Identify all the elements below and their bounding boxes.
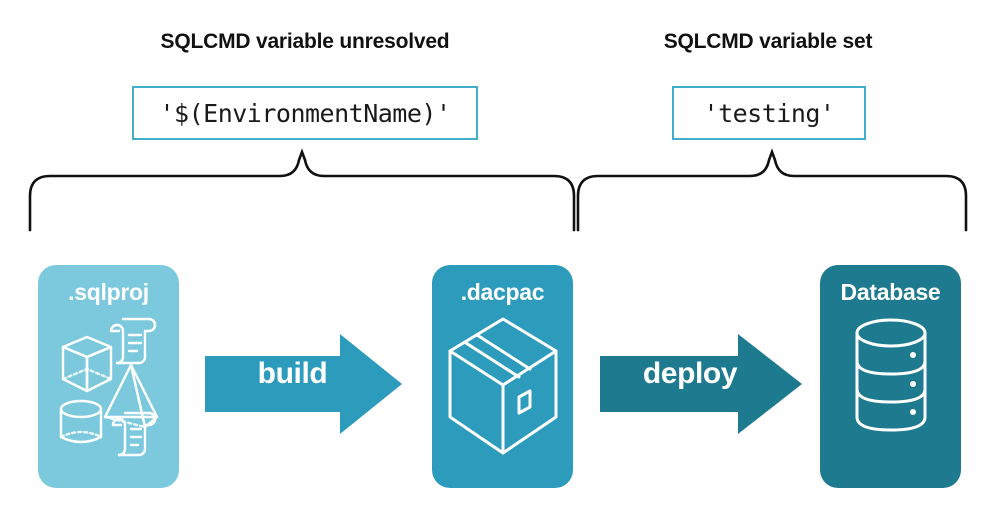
stage-database: Database [820,265,961,488]
pyramid-icon [103,363,158,429]
package-box-icon [448,317,557,455]
stage-label-dacpac: .dacpac [460,279,545,305]
group-title-unresolved: SQLCMD variable unresolved [160,30,450,53]
group-title-set: SQLCMD variable set [663,30,873,53]
code-value-box-set: 'testing' [672,86,866,140]
arrow-deploy [600,334,802,434]
cylinder-icon [59,399,102,444]
stage-label-database: Database [840,279,941,305]
cube-icon [61,335,112,393]
stage-label-sqlproj: .sqlproj [68,279,149,305]
arrow-label-deploy: deploy [642,357,738,390]
stage-art-sqlproj [38,313,179,463]
stage-art-dacpac [432,313,573,463]
arrow-label-build: build [257,357,328,390]
scroll-icon [109,317,156,365]
stage-art-database [820,313,961,443]
database-cylinder-icon [855,318,926,432]
arrow-build [205,334,402,434]
stage-dacpac: .dacpac [432,265,573,488]
stage-sqlproj: .sqlproj [38,265,179,488]
scroll-icon [111,411,156,457]
brace-set [576,148,968,232]
code-value-box-unresolved: '$(EnvironmentName)' [132,86,478,140]
brace-unresolved [28,148,576,232]
